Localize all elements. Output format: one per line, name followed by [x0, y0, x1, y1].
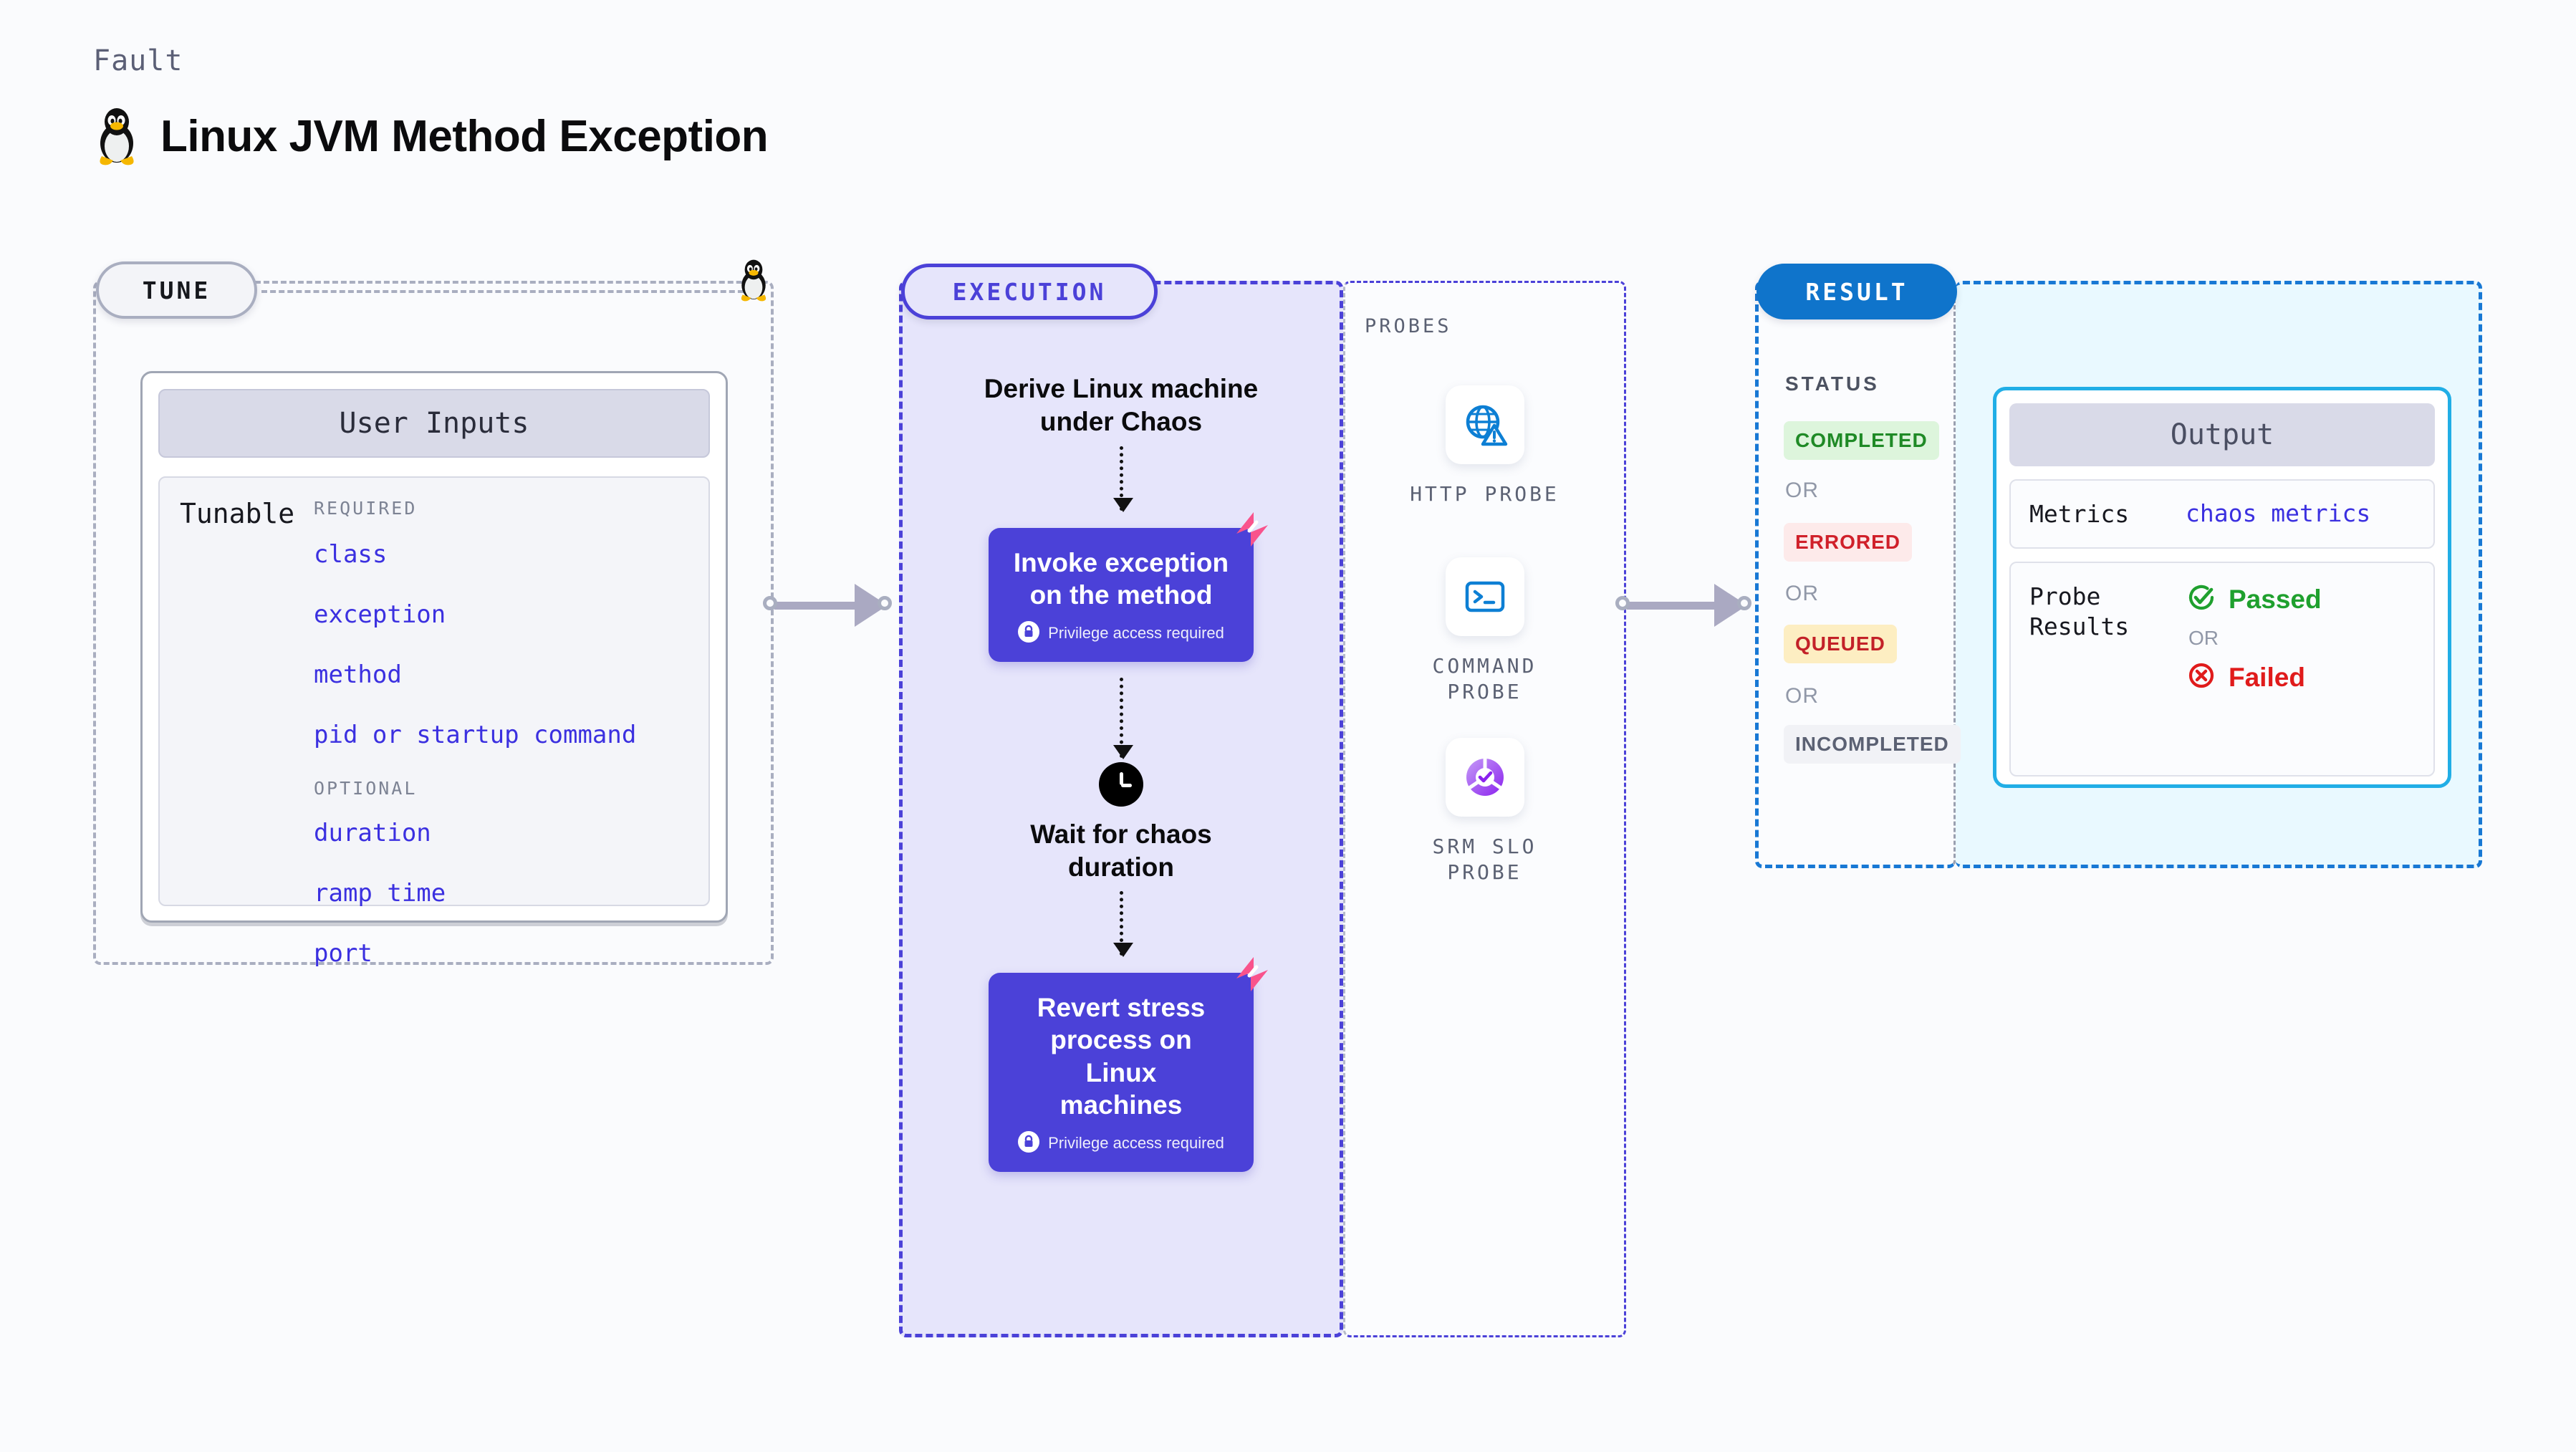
user-inputs-card: User Inputs Tunable REQUIRED class excep… — [140, 371, 728, 968]
status-badge-errored: ERRORED — [1784, 523, 1913, 562]
tune-to-execution-arrow — [763, 580, 910, 630]
status-or-label: OR — [1785, 684, 1819, 708]
status-badge-queued: QUEUED — [1784, 625, 1897, 663]
status-or-label: OR — [1785, 582, 1819, 605]
privilege-badge-text: Privilege access required — [1048, 1134, 1224, 1153]
probe-http[interactable]: HTTP PROBE — [1343, 385, 1626, 507]
execution-step-invoke-exception[interactable]: Invoke exception on the method Privilege… — [989, 511, 1268, 662]
action-title: Revert stress process on Linux machines — [1037, 993, 1206, 1120]
tunable-list: REQUIRED class exception method pid or s… — [314, 498, 708, 968]
probes-to-result-arrow — [1615, 580, 1769, 630]
lock-icon — [1018, 620, 1040, 646]
probe-srm-slo[interactable]: SRM SLO PROBE — [1343, 738, 1626, 886]
status-badge-incompleted: INCOMPLETED — [1784, 725, 1961, 764]
status-or-label: OR — [1785, 479, 1819, 502]
slo-donut-check-icon — [1445, 738, 1524, 817]
tune-stage-pill[interactable]: TUNE — [96, 261, 257, 319]
tunable-item-exception[interactable]: exception — [314, 600, 446, 629]
execution-flow: Derive Linux machine under Chaos Invoke … — [899, 372, 1343, 1172]
fault-kicker: Fault — [93, 44, 183, 77]
output-metrics-key: Metrics — [2029, 500, 2130, 528]
globe-warning-icon — [1445, 385, 1524, 464]
tunable-group-required-heading: REQUIRED — [314, 498, 418, 519]
tunable-label: Tunable — [180, 498, 295, 529]
lock-icon — [1018, 1130, 1040, 1156]
probe-label: SRM SLO PROBE — [1432, 835, 1537, 885]
page-header: Fault Linux JVM Method Exception — [93, 44, 769, 166]
tunable-box: Tunable REQUIRED class exception method … — [158, 476, 710, 968]
result-status-panel — [1755, 281, 1956, 868]
output-title: Output — [2009, 403, 2435, 466]
probe-result-values: Passed OR Failed — [2186, 582, 2322, 756]
probe-result-passed-label: Passed — [2229, 584, 2322, 614]
status-title: STATUS — [1785, 372, 1880, 395]
action-title: Invoke exception on the method — [1013, 547, 1229, 610]
check-circle-icon — [2186, 582, 2217, 617]
tunable-item-method[interactable]: method — [314, 660, 402, 689]
output-card: Output Metrics chaos metrics Probe Resul… — [1993, 387, 2451, 788]
page-title-row: Linux JVM Method Exception — [93, 106, 769, 166]
harness-chaos-mark-icon — [1232, 509, 1272, 553]
tunable-item-ramp-time[interactable]: ramp time — [314, 879, 446, 908]
execution-step-revert-stress[interactable]: Revert stress process on Linux machines … — [989, 957, 1268, 1172]
tune-dashed-connector — [261, 290, 752, 293]
terminal-icon — [1445, 557, 1524, 636]
tunable-item-port[interactable]: port — [314, 939, 373, 968]
privilege-badge: Privilege access required — [1018, 620, 1224, 646]
clock-icon — [1099, 761, 1143, 807]
tune-panel — [93, 281, 774, 965]
linux-penguin-perch-icon — [736, 258, 771, 302]
probe-result-passed: Passed — [2186, 582, 2322, 617]
execution-stage-pill[interactable]: EXECUTION — [901, 264, 1158, 319]
status-badge-completed: COMPLETED — [1784, 421, 1939, 460]
output-metrics-row: Metrics chaos metrics — [2009, 479, 2435, 549]
privilege-badge: Privilege access required — [1018, 1130, 1224, 1156]
execution-step-derive-machine: Derive Linux machine under Chaos — [984, 374, 1259, 437]
probe-label: COMMAND PROBE — [1432, 654, 1537, 704]
page-title: Linux JVM Method Exception — [160, 111, 769, 161]
output-metrics-value[interactable]: chaos metrics — [2186, 499, 2371, 527]
probe-result-failed-label: Failed — [2229, 662, 2305, 692]
probes-title: PROBES — [1365, 315, 1452, 337]
tunable-item-duration[interactable]: duration — [314, 819, 431, 847]
probe-result-failed: Failed — [2186, 660, 2322, 695]
execution-step-wait-duration: Wait for chaos duration — [1030, 819, 1212, 882]
output-probe-results-key: Probe Results — [2029, 582, 2130, 640]
tunable-group-optional-heading: OPTIONAL — [314, 778, 418, 799]
privilege-badge-text: Privilege access required — [1048, 624, 1224, 643]
linux-penguin-icon — [93, 106, 140, 166]
tunable-item-pid-or-startup-command[interactable]: pid or startup command — [314, 721, 637, 749]
tunable-item-class[interactable]: class — [314, 540, 388, 569]
user-inputs-title: User Inputs — [158, 389, 710, 458]
output-probe-results-row: Probe Results Passed OR — [2009, 562, 2435, 777]
result-stage-pill[interactable]: RESULT — [1756, 264, 1957, 319]
probe-result-or-label: OR — [2188, 627, 2219, 650]
harness-chaos-mark-icon — [1232, 954, 1272, 998]
x-circle-icon — [2186, 660, 2217, 695]
probe-label: HTTP PROBE — [1410, 482, 1559, 506]
probe-command[interactable]: COMMAND PROBE — [1343, 557, 1626, 706]
